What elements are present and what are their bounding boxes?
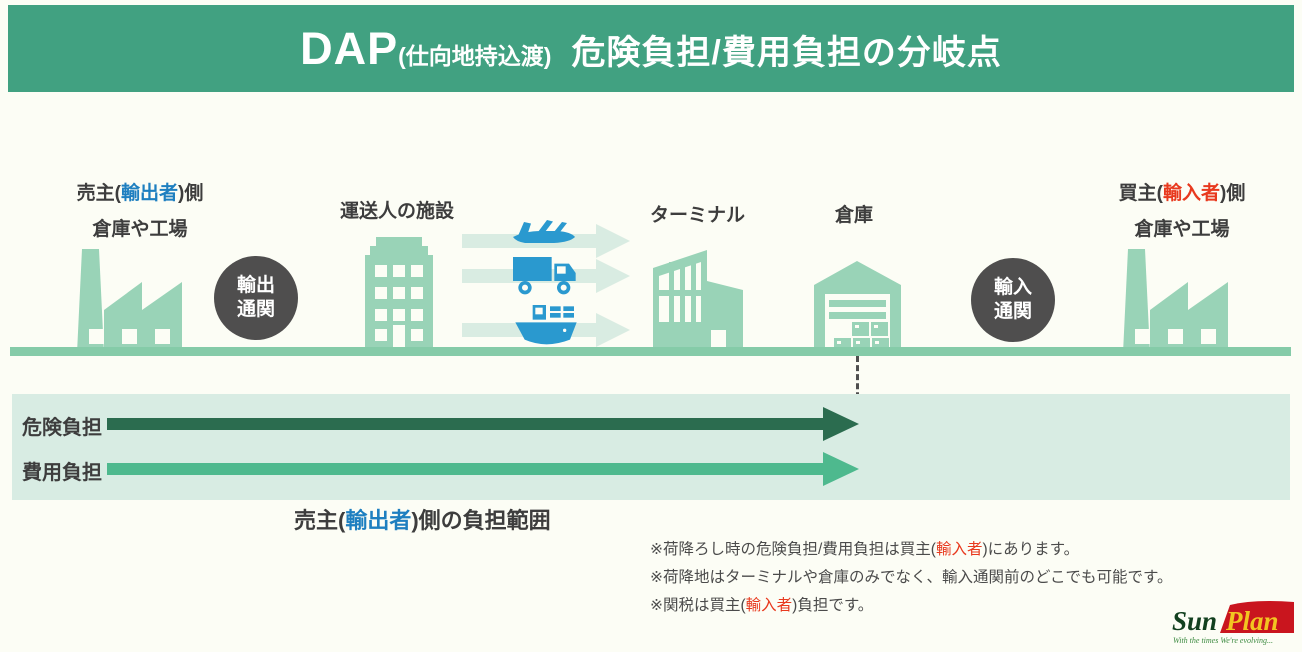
- export-customs-line1: 輸出: [236, 275, 275, 296]
- buyer-label-pre: 買主(: [1118, 183, 1163, 204]
- risk-burden-arrow-icon: [107, 407, 859, 441]
- logo-plan-text: Plan: [1225, 606, 1279, 636]
- buyer-label-importer: 輸入者: [1162, 183, 1220, 204]
- terminal-label: ターミナル: [649, 205, 745, 226]
- seller-scope-label: 売主(輸出者)側の負担範囲: [294, 503, 551, 535]
- note-unloading: ※荷降ろし時の危険負担/費用負担は買主(輸入者)にあります。: [650, 536, 1172, 564]
- buyer-label: 買主(輸入者)側: [1082, 178, 1282, 205]
- seller-label: 売主(輸出者)側: [40, 178, 240, 205]
- seller-label-exporter: 輸出者: [120, 183, 178, 204]
- seller-sublabel: 倉庫や工場: [92, 219, 188, 240]
- warehouse-icon: [814, 261, 901, 353]
- import-customs-line1: 輸入: [993, 277, 1032, 298]
- page-title: DAP (仕向地持込渡) 危険負担/費用負担の分岐点: [300, 23, 1002, 75]
- note-3-importer: 輸入者: [745, 597, 793, 614]
- seller-label-suf: )側: [178, 183, 204, 204]
- buyer-sublabel: 倉庫や工場: [1134, 219, 1230, 240]
- logo-tagline-text: With the times We're evolving...: [1173, 636, 1273, 645]
- logo-sun-text: Sun: [1172, 606, 1217, 636]
- title-description: 危険負担/費用負担の分岐点: [571, 33, 1002, 72]
- import-customs-badge: 輸入 通関: [971, 258, 1055, 342]
- note-3-suf: )負担です。: [792, 597, 874, 614]
- export-customs-badge: 輸出 通関: [214, 256, 298, 340]
- cost-burden-arrow-icon: [107, 452, 859, 486]
- scope-pre: 売主(: [294, 508, 346, 533]
- factory-icon: [77, 249, 182, 353]
- note-customs-duty: ※関税は買主(輸入者)負担です。: [650, 592, 1172, 620]
- note-1-pre: ※荷降ろし時の危険負担/費用負担は買主(: [650, 541, 936, 558]
- title-dap-japanese: (仕向地持込渡): [398, 42, 552, 69]
- airplane-icon: [513, 220, 575, 243]
- factory-icon: [1123, 249, 1228, 353]
- seller-label-pre: 売主(: [76, 183, 121, 204]
- risk-burden-label: 危険負担: [22, 417, 102, 439]
- note-1-suf: )にあります。: [982, 541, 1080, 558]
- note-1-importer: 輸入者: [935, 541, 983, 558]
- carrier-label: 運送人の施設: [339, 201, 454, 222]
- note-delivery-place: ※荷降地はターミナルや倉庫のみでなく、輸入通関前のどこでも可能です。: [650, 564, 1172, 592]
- cargo-ship-icon: [515, 305, 577, 345]
- export-customs-line2: 通関: [236, 299, 275, 320]
- note-2-pre: ※荷降地はターミナルや倉庫のみでなく、輸入通関前のどこでも可能です。: [650, 569, 1173, 586]
- import-customs-line2: 通関: [993, 301, 1032, 322]
- notes-block: ※荷降ろし時の危険負担/費用負担は買主(輸入者)にあります。 ※荷降地はターミナ…: [650, 536, 1172, 620]
- warehouse-label: 倉庫: [834, 205, 873, 226]
- logo-swoosh-icon: [1220, 601, 1294, 633]
- cost-burden-label: 費用負担: [22, 462, 102, 484]
- sunplan-logo: Sun Plan With the times We're evolving..…: [1172, 601, 1294, 645]
- truck-icon: [513, 257, 576, 295]
- buyer-label-suf: )側: [1220, 183, 1246, 204]
- header-banner: DAP (仕向地持込渡) 危険負担/費用負担の分岐点: [8, 5, 1294, 92]
- scope-exporter: 輸出者: [345, 508, 412, 533]
- burden-panel: [12, 394, 1290, 500]
- terminal-building-icon: [653, 250, 743, 353]
- ground-line: [10, 347, 1291, 356]
- note-3-pre: ※関税は買主(: [650, 597, 746, 614]
- scope-suf: )側の負担範囲: [411, 508, 551, 533]
- title-dap: DAP: [300, 22, 399, 74]
- office-building-icon: [360, 237, 438, 353]
